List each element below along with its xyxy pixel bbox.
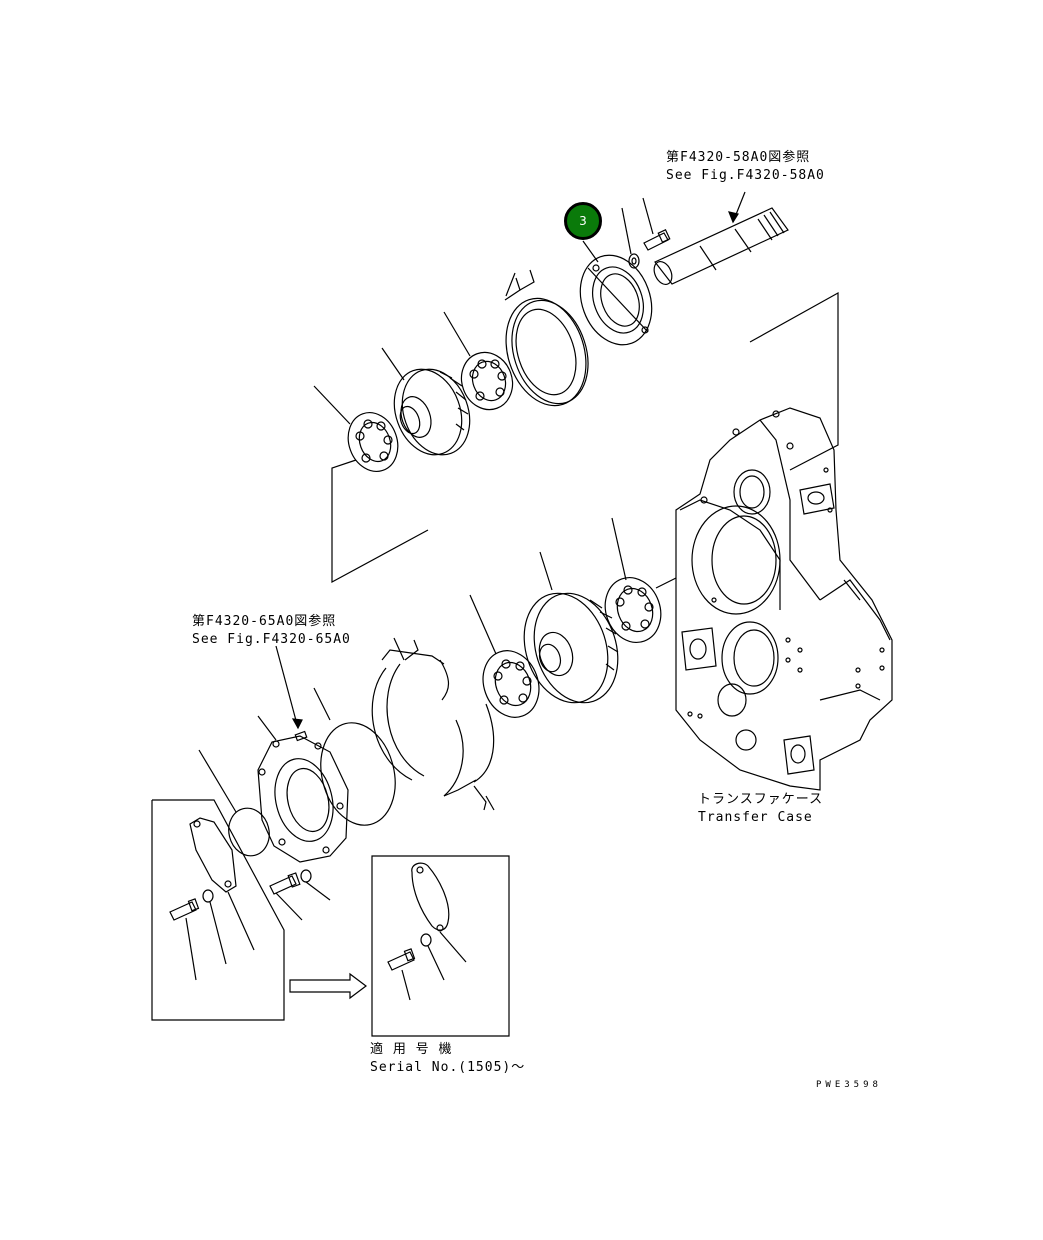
shaft-reference-jp: 第F4320-58A0図参照 <box>666 150 811 165</box>
part-callout-number: 3 <box>579 214 587 228</box>
serial-label-jp: 適 用 号 機 <box>370 1042 453 1057</box>
bearing-retainer-cover <box>568 241 663 355</box>
small-o-ring <box>199 750 274 860</box>
output-shaft <box>651 208 788 287</box>
assembly-bracket-lower <box>656 578 676 588</box>
assembly-bracket-upper <box>332 293 838 582</box>
transfer-case-label-en: Transfer Case <box>698 810 813 825</box>
lower-shim-pack <box>372 638 494 810</box>
part-callout-3[interactable]: 3 <box>564 202 602 240</box>
cover-reference-jp: 第F4320-65A0図参照 <box>192 614 337 629</box>
upper-gear <box>382 348 481 464</box>
lower-bearing-right <box>596 518 669 650</box>
shaft-reference-en: See Fig.F4320-58A0 <box>666 168 825 183</box>
arrow-right <box>290 974 366 998</box>
serial-label-en: Serial No.(1505)～ <box>370 1060 526 1075</box>
small-washer <box>622 208 639 268</box>
cover-reference-en: See Fig.F4320-65A0 <box>192 632 351 647</box>
upper-bearing-right <box>444 312 520 417</box>
transfer-case-housing <box>676 408 892 790</box>
shim-pack <box>493 270 601 416</box>
upper-bearing-left <box>314 386 406 478</box>
transfer-case-label-jp: トランスファケース <box>698 792 824 807</box>
inset-box-left <box>152 800 284 1020</box>
shaft-leader <box>729 192 745 222</box>
inset-box-right <box>372 856 509 1036</box>
lower-gear <box>511 552 632 714</box>
large-o-ring <box>310 688 405 833</box>
small-bolt <box>643 198 670 250</box>
cover-bolt <box>270 870 330 920</box>
drawing-code: PWE3598 <box>816 1080 882 1090</box>
lower-bearing-left <box>470 595 548 725</box>
dowel-pin <box>276 646 307 741</box>
lower-housing-cover <box>258 716 348 862</box>
